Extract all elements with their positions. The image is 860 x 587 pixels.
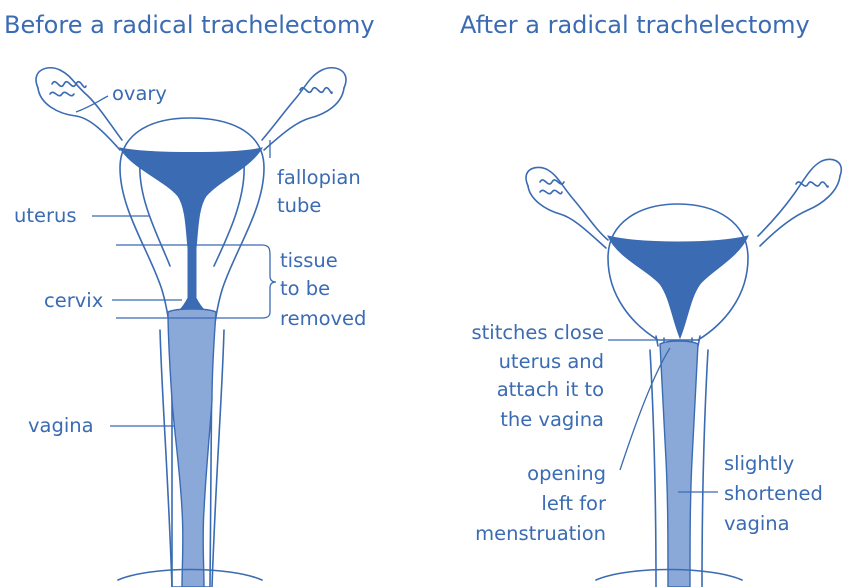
before-left-ovary-illustration — [36, 68, 122, 150]
label-stitches-2: uterus and — [499, 350, 604, 373]
label-ovary: ovary — [112, 82, 167, 105]
label-fallopian-2: tube — [277, 194, 321, 217]
after-vagina — [660, 341, 698, 587]
label-tissue-2: to be — [280, 277, 330, 300]
label-stitches-4: the vagina — [500, 408, 604, 431]
label-uterus: uterus — [14, 204, 77, 227]
label-fallopian-1: fallopian — [277, 166, 361, 189]
label-shortened-1: slightly — [724, 452, 794, 475]
label-stitches-1: stitches close — [471, 321, 604, 344]
title-before: Before a radical trachelectomy — [4, 11, 375, 39]
label-opening-2: left for — [541, 492, 607, 515]
label-vagina: vagina — [28, 414, 94, 437]
label-opening-3: menstruation — [475, 522, 606, 545]
label-tissue-1: tissue — [280, 249, 338, 272]
label-shortened-2: shortened — [724, 482, 823, 505]
before-right-ovary-illustration — [262, 68, 346, 150]
label-opening-1: opening — [527, 462, 606, 485]
label-shortened-3: vagina — [724, 512, 790, 535]
after-right-ovary-illustration — [758, 159, 841, 246]
label-cervix: cervix — [44, 289, 103, 312]
title-after: After a radical trachelectomy — [460, 11, 810, 39]
after-left-ovary-illustration — [526, 167, 608, 248]
label-tissue-3: removed — [280, 307, 366, 330]
label-stitches-3: attach it to — [497, 378, 604, 401]
